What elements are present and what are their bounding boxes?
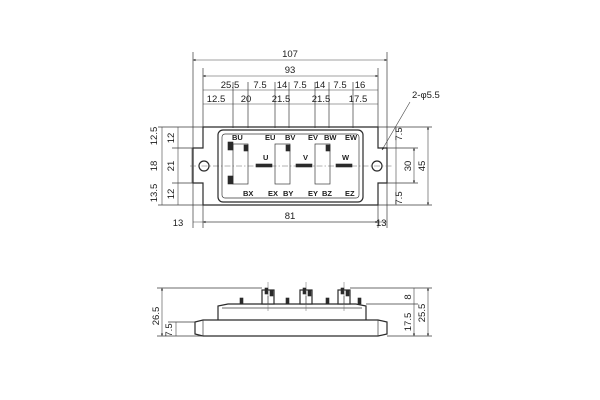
side-view: 26.5 7.5 8 17.5 25.5 <box>151 282 432 337</box>
dim-right-7-5-a: 7.5 <box>394 127 405 140</box>
side-dim-26-5: 26.5 <box>151 307 162 326</box>
dim-7-5-c: 7.5 <box>333 80 346 91</box>
housing-outline <box>217 129 364 203</box>
dim-left-12-5: 12.5 <box>149 127 160 146</box>
dim-20: 20 <box>241 94 252 105</box>
dim-12-5: 12.5 <box>207 94 226 105</box>
dim-left-18: 18 <box>149 161 160 172</box>
terminal-label-bw: BW <box>324 133 337 142</box>
dim-21-5-b: 21.5 <box>312 94 331 105</box>
phase-label-w: W <box>342 153 350 162</box>
hole-callout: 2-φ5.5 <box>412 90 440 101</box>
side-dim-17-5: 17.5 <box>403 313 414 332</box>
phase-label-u: U <box>263 153 268 162</box>
terminal-label-ez: EZ <box>345 189 355 198</box>
dim-left-13-5: 13.5 <box>149 184 160 203</box>
housing-inner <box>221 133 360 199</box>
dim-right-45: 45 <box>417 161 428 172</box>
dim-right-7-5-b: 7.5 <box>394 191 405 204</box>
dim-21-5-a: 21.5 <box>272 94 291 105</box>
side-housing <box>217 303 367 320</box>
dim-left-12-a: 12 <box>166 133 177 144</box>
terminal-label-bv: BV <box>285 133 295 142</box>
terminal-label-ex: EX <box>268 189 278 198</box>
dim-left-21: 21 <box>166 161 177 172</box>
dim-left-12-b: 12 <box>166 189 177 200</box>
dim-17-5: 17.5 <box>349 94 368 105</box>
side-dim-25-5: 25.5 <box>417 304 428 323</box>
side-dim-8: 8 <box>403 294 414 299</box>
terminal-label-bu: BU <box>232 133 243 142</box>
dim-7-5-a: 7.5 <box>253 80 266 91</box>
dim-25-5: 25.5 <box>221 80 240 91</box>
phase-bar-w <box>335 163 353 168</box>
terminal-block-left <box>232 143 249 185</box>
dim-right-30: 30 <box>403 161 414 172</box>
top-view: 107 93 25.5 7.5 14 7.5 14 7.5 16 12.5 20… <box>149 49 440 229</box>
terminal-label-bx: BX <box>243 189 253 198</box>
dim-16: 16 <box>355 80 366 91</box>
terminal-label-ew: EW <box>345 133 358 142</box>
terminal-block-center <box>274 143 291 185</box>
phase-bar-v <box>295 163 313 168</box>
terminal-label-ey: EY <box>308 189 318 198</box>
side-dim-7-5: 7.5 <box>164 323 175 336</box>
hole-leader <box>381 101 411 151</box>
terminal-label-bz: BZ <box>322 189 332 198</box>
dim-14-b: 14 <box>315 80 326 91</box>
terminal-label-ev: EV <box>308 133 318 142</box>
terminal-block-right <box>314 143 331 185</box>
dim-bottom-13-left: 13 <box>173 218 184 229</box>
terminal-label-by: BY <box>283 189 293 198</box>
dim-107: 107 <box>282 49 298 60</box>
phase-bar-u <box>255 163 273 168</box>
dim-bottom-81: 81 <box>285 211 296 222</box>
dim-14-a: 14 <box>277 80 288 91</box>
side-base-plate <box>194 319 388 337</box>
dim-bottom-13-right: 13 <box>376 218 387 229</box>
dim-93: 93 <box>285 65 296 76</box>
phase-label-v: V <box>303 153 308 162</box>
dim-7-5-b: 7.5 <box>293 80 306 91</box>
terminal-label-eu: EU <box>265 133 275 142</box>
